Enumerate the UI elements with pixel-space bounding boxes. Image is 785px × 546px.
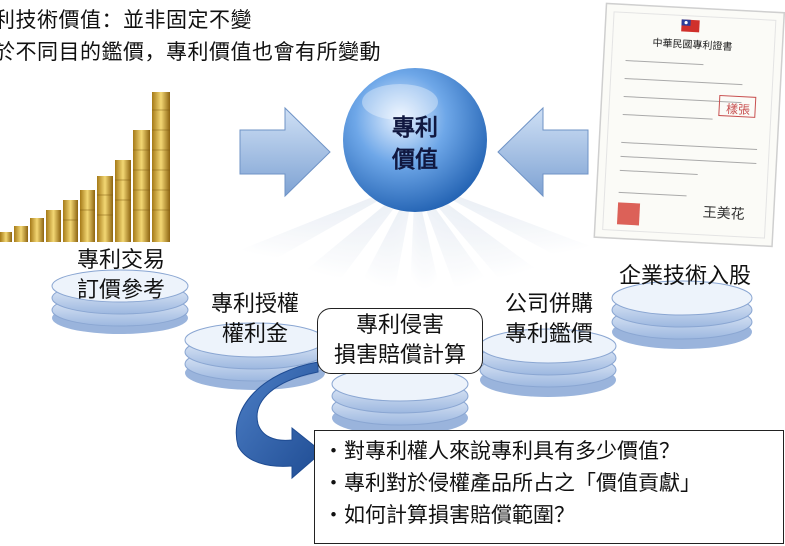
note-item: ・專利對於侵權產品所占之「價值貢獻」	[323, 471, 701, 495]
disc-stack-license	[184, 322, 326, 390]
label-equity-line-1: 企業技術入股	[618, 264, 751, 289]
disc-stack-equity	[611, 280, 753, 349]
header-line-2: 於不同目的鑑價，專利價值也會有所變動	[0, 40, 381, 64]
label-license-line-1: 專利授權	[210, 292, 299, 317]
notes-box: ・對專利權人來說專利具有多少價值？ ・專利對於侵權產品所占之「價值貢獻」 ・如何…	[314, 430, 784, 544]
label-infringe-line-2: 損害賠償計算	[333, 343, 466, 368]
certificate-signature: 王美花	[702, 205, 745, 223]
label-license: 專利授權 權利金	[190, 290, 320, 350]
label-merge-line-2: 專利鑑價	[504, 322, 593, 347]
globe-label: 專利 價值	[375, 112, 455, 176]
note-item: ・對專利權人來說專利具有多少價值？	[323, 439, 680, 463]
label-equity: 企業技術入股	[600, 262, 770, 292]
left-arrow-icon	[239, 106, 331, 198]
label-merge-line-1: 公司併購	[504, 292, 593, 317]
label-trade-line-2: 訂價參考	[76, 278, 165, 303]
globe-label-line-1: 專利	[392, 115, 438, 141]
certificate-stamp: 樣張	[726, 101, 751, 117]
disc-stack-merge	[479, 328, 617, 397]
label-trade: 專利交易 訂價參考	[56, 246, 186, 306]
curved-arrow-icon	[235, 361, 323, 480]
label-trade-line-1: 專利交易	[76, 248, 165, 273]
right-arrow-icon	[497, 106, 589, 198]
label-merge: 公司併購 專利鑑價	[484, 290, 614, 350]
header-line-1: 利技術價值：並非固定不變	[0, 8, 252, 32]
note-item: ・如何計算損害賠償範圍？	[323, 503, 575, 527]
label-infringe-line-1: 專利侵害	[355, 313, 444, 338]
disc-stack-infringe	[331, 366, 469, 435]
coin-stacks-image	[0, 92, 170, 242]
patent-value-globe	[343, 68, 487, 212]
certificate-title: 中華民國專利證書	[652, 36, 733, 53]
label-infringe: 專利侵害 損害賠償計算	[317, 308, 483, 374]
patent-certificate	[593, 2, 785, 248]
globe-label-line-2: 價值	[392, 147, 438, 173]
label-license-line-2: 權利金	[221, 322, 288, 347]
disc-stack-trade	[51, 269, 189, 334]
